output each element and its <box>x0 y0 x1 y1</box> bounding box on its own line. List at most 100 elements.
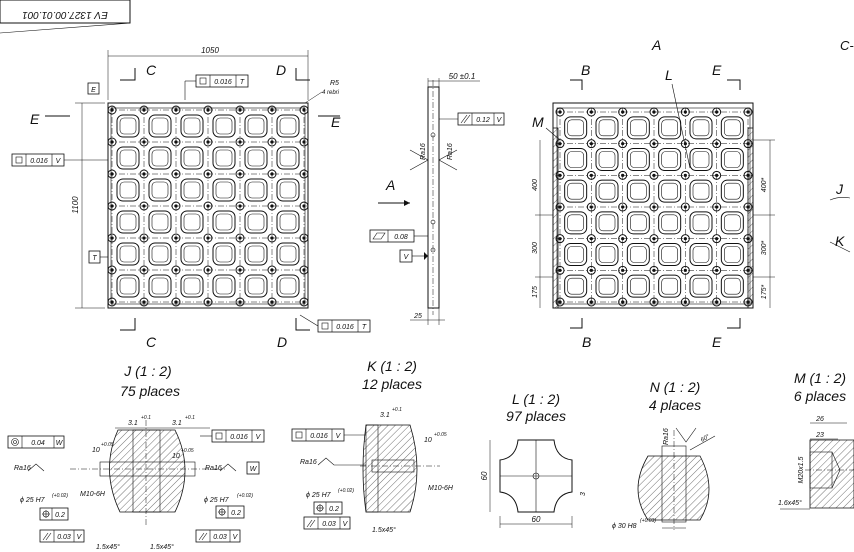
detail-j-bore-left-tol: (+0.02) <box>52 493 68 499</box>
detail-l: L (1 : 2) 97 places 60 60 3 <box>480 391 587 528</box>
detail-j-chamfer-left: 1.5x45° <box>96 543 120 551</box>
detail-k: K (1 : 2) 12 places 0.016 V 3.1 +0.1 10 … <box>291 358 454 534</box>
svg-text:V: V <box>404 254 410 261</box>
detail-j-bore-left: ϕ 25 H7 <box>20 497 46 504</box>
top-dim-400-left: 400 <box>532 179 539 191</box>
detail-k-pos-frame: 0.2 <box>313 501 343 515</box>
top-view-a: A <box>651 37 661 53</box>
detail-m-chamfer: 1.6x45° <box>778 499 802 507</box>
svg-text:V: V <box>77 534 83 541</box>
top-section-e-top: E <box>712 62 722 78</box>
front-flatness-top: 0.016 T <box>184 74 249 100</box>
detail-l-dim-60-h: 60 <box>532 515 541 524</box>
top-section-e-bottom: E <box>712 334 722 350</box>
detail-n-bore: ϕ 30 H8 <box>612 523 637 530</box>
svg-text:0.016: 0.016 <box>230 434 248 441</box>
side-datum-v: V <box>399 249 428 263</box>
svg-text:0.03: 0.03 <box>57 534 71 541</box>
top-view-grid <box>555 107 753 307</box>
svg-text:V: V <box>343 521 349 528</box>
svg-text:0.2: 0.2 <box>329 506 339 513</box>
detail-j-thread: M10-6H <box>80 491 106 498</box>
top-detail-m: M <box>532 114 544 130</box>
front-view: 1050 1100 C D C D E E R5 4 rebri 0.016 T <box>11 46 371 350</box>
detail-k-ra: Ra16 <box>300 459 317 466</box>
top-section-b-bottom: B <box>582 334 591 350</box>
detail-j-dim-31b: 3.1 <box>172 420 182 427</box>
svg-text:0.016: 0.016 <box>310 433 328 440</box>
svg-text:V: V <box>497 117 503 124</box>
svg-text:V: V <box>233 534 239 541</box>
detail-n: N (1 : 2) 4 places Ra16 60° ϕ 30 H8 (+0.… <box>612 379 716 530</box>
front-section-e-left: E <box>30 111 40 127</box>
detail-j-par-left: 0.03 V <box>39 529 85 543</box>
svg-text:V: V <box>336 433 342 440</box>
detail-k-places: 12 places <box>362 376 422 392</box>
front-section-e-right: E <box>331 114 341 130</box>
detail-j-dim-31a-tol: +0.1 <box>141 415 151 421</box>
detail-l-dim-3: 3 <box>580 492 587 496</box>
detail-j-dim-10b: 10 <box>172 453 180 460</box>
detail-k-par-frame: 0.03 V <box>303 516 351 530</box>
detail-j-bore-right: ϕ 25 H7 <box>204 497 230 504</box>
detail-j-pos-right: 0.2 <box>215 505 245 519</box>
svg-text:0.03: 0.03 <box>213 534 227 541</box>
drawing-code: EV 1327.00.01.001 <box>22 9 108 20</box>
detail-k-title: K (1 : 2) <box>367 358 417 374</box>
top-dim-300-right: 300* <box>761 241 768 256</box>
detail-k-bore-tol: (+0.02) <box>338 488 354 494</box>
detail-k-dim-10-tol: +0.05 <box>434 432 447 438</box>
detail-n-bore-tol: (+0.03) <box>640 518 656 524</box>
detail-j: J (1 : 2) 75 places 0.04 W 0.016 V 3.1 +… <box>7 363 265 551</box>
svg-text:0.2: 0.2 <box>231 510 241 517</box>
side-view-a: A <box>385 177 395 193</box>
front-height-dim: 1100 <box>71 196 80 214</box>
detail-k-dim-31-tol: +0.1 <box>392 407 402 413</box>
top-detail-l: L <box>665 67 673 83</box>
detail-j-dim-31b-tol: +0.1 <box>185 415 195 421</box>
side-view: 50 ±0.1 0.12 V 0.08 V Ra16 Ra16 <box>369 72 505 325</box>
detail-j-ra-left: Ra16 <box>14 465 31 472</box>
detail-j-bore-right-tol: (+0.02) <box>237 493 253 499</box>
svg-text:W: W <box>56 440 64 447</box>
detail-k-dim-31: 3.1 <box>380 412 390 419</box>
detail-j-dim-10a-tol: +0.05 <box>101 442 114 448</box>
detail-j-flat-frame: 0.016 V <box>200 429 265 443</box>
front-section-c-bottom: C <box>146 334 157 350</box>
detail-m-dim-23: 23 <box>815 432 824 439</box>
detail-m-places: 6 places <box>794 388 846 404</box>
detail-m-dim-26: 26 <box>815 416 824 423</box>
detail-l-dim-60-v: 60 <box>480 471 489 480</box>
svg-text:T: T <box>240 79 245 86</box>
svg-text:T: T <box>362 324 367 331</box>
svg-text:0.2: 0.2 <box>55 512 65 519</box>
detail-l-title: L (1 : 2) <box>512 391 560 407</box>
top-view: A B E B E L M 400 300 175 400* 300* 175* <box>532 37 775 350</box>
detail-n-ra: Ra16 <box>663 428 670 445</box>
svg-text:W: W <box>250 466 258 473</box>
top-dim-175-left: 175 <box>532 286 539 298</box>
side-bottom-dim: 25 <box>413 313 422 320</box>
svg-text:0.016: 0.016 <box>30 158 48 165</box>
detail-n-places: 4 places <box>649 397 701 413</box>
detail-k-chamfer: 1.5x45° <box>372 526 396 534</box>
detail-j-ra-right: Ra16 <box>205 465 222 472</box>
detail-n-angle: 60° <box>700 434 711 444</box>
detail-k-flat-frame: 0.016 V <box>291 428 366 442</box>
top-section-b-top: B <box>581 62 590 78</box>
front-flatness-bottom: 0.016 T <box>299 314 371 333</box>
detail-m: M (1 : 2) 6 places 26 23 M20x1.5 1.6x45° <box>778 370 854 510</box>
margin-label-j: J <box>835 181 844 197</box>
detail-j-pos-frame: 0.04 W <box>7 435 65 449</box>
top-dim-400-right: 400* <box>761 178 768 193</box>
side-parallel-tol: 0.12 V <box>439 112 505 126</box>
detail-n-title: N (1 : 2) <box>650 379 701 395</box>
svg-text:V: V <box>256 434 262 441</box>
front-radius-note: R5 <box>330 80 339 87</box>
svg-text:Ra16: Ra16 <box>420 143 427 160</box>
svg-text:V: V <box>56 158 62 165</box>
detail-j-title: J (1 : 2) <box>123 363 171 379</box>
detail-j-par-right: 0.03 V <box>195 529 241 543</box>
detail-j-places: 75 places <box>120 383 180 399</box>
